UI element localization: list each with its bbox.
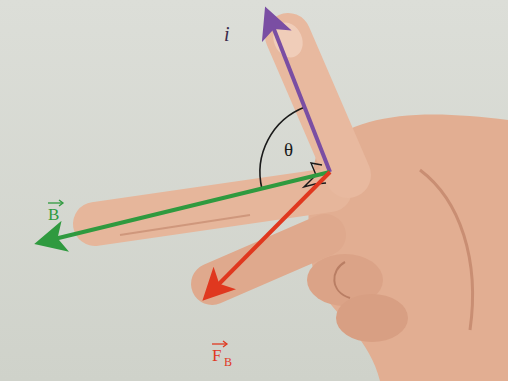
finger-crease xyxy=(334,262,350,298)
field-vector xyxy=(42,172,330,242)
force-vector xyxy=(208,172,330,295)
current-label: i xyxy=(224,24,230,44)
vector-overarrow xyxy=(223,341,227,347)
thumb xyxy=(288,36,348,175)
field-label: B xyxy=(48,206,59,223)
angle-label: θ xyxy=(284,140,293,159)
angle-arc xyxy=(260,107,305,189)
curled-finger xyxy=(336,294,408,342)
force-label: F xyxy=(212,347,221,364)
palm-crease xyxy=(420,170,473,330)
current-vector xyxy=(268,14,330,172)
force-subscript: B xyxy=(224,356,232,368)
vector-overarrow xyxy=(59,200,63,206)
vector-overarrow xyxy=(212,343,226,344)
vector-overarrow xyxy=(48,202,62,203)
